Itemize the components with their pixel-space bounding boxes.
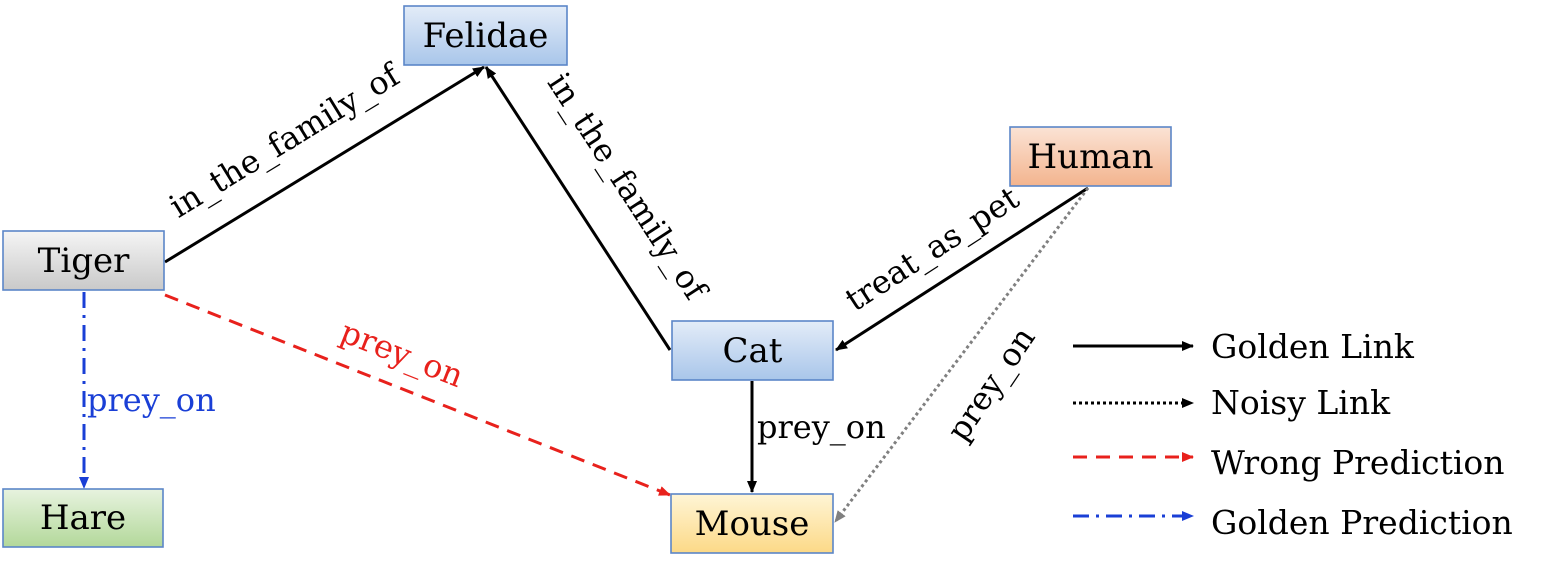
edge-tiger-mouse [164,293,671,497]
legend: Golden Link Noisy Link Wrong Prediction … [1073,327,1513,542]
node-tiger-label: Tiger [38,241,130,281]
edge-label-cat-felidae: in_the_family_of [540,66,716,308]
edge-label-tiger-hare: prey_on [87,381,216,419]
edge-label-human-cat: treat_as_pet [838,179,1026,319]
node-hare-label: Hare [40,498,126,538]
legend-label-golden-prediction: Golden Prediction [1211,503,1513,542]
node-tiger: Tiger [2,230,165,291]
node-felidae-label: Felidae [423,16,549,56]
edge-label-cat-mouse: prey_on [757,408,886,446]
legend-label-golden-link: Golden Link [1211,327,1415,366]
edge-tiger-felidae [164,65,485,264]
legend-label-wrong-prediction: Wrong Prediction [1211,443,1505,482]
edge-label-tiger-mouse: prey_on [335,313,469,396]
node-human-label: Human [1028,137,1154,177]
legend-label-noisy-link: Noisy Link [1211,383,1391,422]
edge-cat-felidae [484,66,672,351]
edge-human-mouse [833,187,1090,523]
node-human: Human [1009,126,1172,187]
node-cat-label: Cat [723,331,783,371]
node-hare: Hare [2,488,164,548]
legend-item-golden-prediction: Golden Prediction [1073,503,1513,542]
edge-human-cat [835,186,1089,352]
edge-label-human-mouse: prey_on [939,320,1042,448]
legend-item-golden-link: Golden Link [1073,327,1415,366]
edge-label-tiger-felidae: in_the_family_of [163,55,408,226]
node-felidae: Felidae [403,5,568,66]
legend-item-noisy-link: Noisy Link [1073,383,1391,422]
legend-item-wrong-prediction: Wrong Prediction [1073,443,1505,482]
node-cat: Cat [671,320,834,381]
node-mouse: Mouse [670,493,834,554]
node-mouse-label: Mouse [695,504,810,544]
